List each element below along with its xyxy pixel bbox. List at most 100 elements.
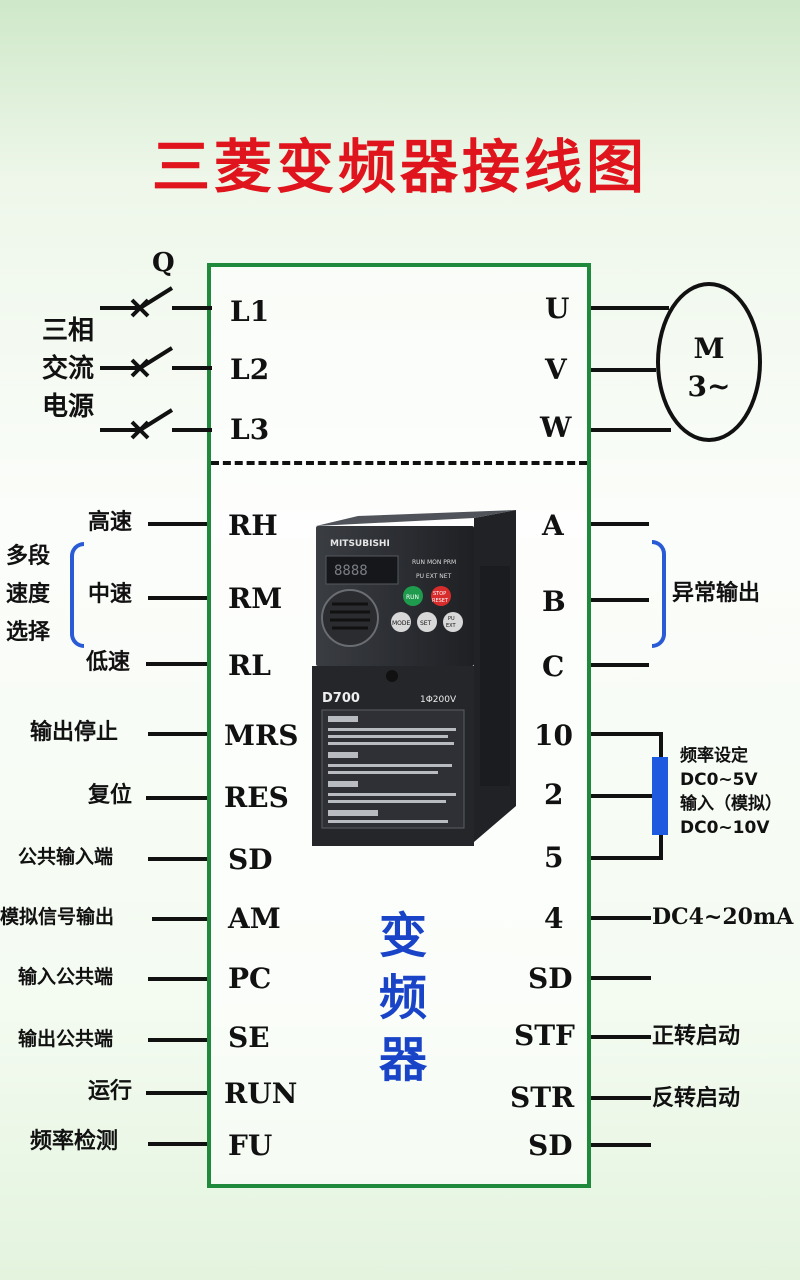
wire-4 xyxy=(591,916,651,920)
supply-label-2: 交流 xyxy=(42,354,95,384)
svg-text:8888: 8888 xyxy=(334,563,368,579)
wire-RES xyxy=(146,796,207,800)
terminal-RES: RES xyxy=(224,781,289,814)
wire-RUN xyxy=(146,1091,207,1095)
terminal-SD-right-1: SD xyxy=(528,962,573,995)
diagram-title: 三菱变频器接线图 xyxy=(151,133,648,201)
inverter-device-image: MITSUBISHI 8888 RUN MON PRM PU EXT NET R… xyxy=(312,510,516,846)
terminal-STF: STF xyxy=(514,1019,575,1052)
label-reset: 复位 xyxy=(88,783,133,808)
breaker-switches-icon xyxy=(100,286,212,440)
label-common-input: 公共输入端 xyxy=(18,846,114,868)
label-fault-output: 异常输出 xyxy=(672,581,761,606)
supply-label-1: 三相 xyxy=(42,316,95,346)
label-analog-output: 模拟信号输出 xyxy=(0,906,115,928)
terminal-RH: RH xyxy=(228,509,278,542)
wire-C xyxy=(591,663,649,667)
terminal-RUN: RUN xyxy=(224,1077,298,1110)
terminal-V: V xyxy=(545,353,567,386)
terminal-W: W xyxy=(540,411,572,444)
terminal-A: A xyxy=(542,509,564,542)
label-high-speed: 高速 xyxy=(88,510,133,535)
label-output-stop: 输出停止 xyxy=(30,720,119,745)
wire-FU xyxy=(148,1142,207,1146)
motor-label-m: M xyxy=(693,332,725,365)
terminal-SD-right-2: SD xyxy=(528,1129,573,1162)
terminal-AM: AM xyxy=(228,902,281,935)
wire-SD-left xyxy=(148,857,207,861)
terminal-U: U xyxy=(545,292,570,325)
terminal-L2: L2 xyxy=(230,353,270,386)
wire-SD-right-2 xyxy=(591,1143,651,1147)
label-analog-input: 输入（模拟） xyxy=(680,794,782,814)
wire-V xyxy=(591,368,656,372)
multi-speed-label-2: 速度 xyxy=(6,582,51,607)
svg-text:EXT: EXT xyxy=(446,623,456,629)
svg-text:SET: SET xyxy=(420,620,432,627)
terminal-MRS: MRS xyxy=(224,719,299,752)
label-dc-4-20ma: DC4~20mA xyxy=(652,904,794,930)
wire-AM xyxy=(152,917,207,921)
terminal-STR: STR xyxy=(510,1081,575,1114)
center-label-char-2: 频 xyxy=(378,970,427,1026)
center-label-char-3: 器 xyxy=(378,1032,427,1088)
multi-speed-label-3: 选择 xyxy=(6,620,51,645)
label-reverse-start: 反转启动 xyxy=(652,1086,741,1111)
wire-A xyxy=(591,522,649,526)
wire-B xyxy=(591,598,649,602)
terminal-2: 2 xyxy=(544,778,564,811)
wire-SD-right-1 xyxy=(591,976,651,980)
fault-output-brace xyxy=(652,540,666,648)
label-freq-setting: 频率设定 xyxy=(680,746,748,766)
wire-W xyxy=(591,428,671,432)
terminal-C: C xyxy=(542,650,565,683)
center-label-char-1: 变 xyxy=(378,908,427,964)
terminal-SE: SE xyxy=(228,1021,270,1054)
svg-text:RUN: RUN xyxy=(406,594,419,601)
wire-STF xyxy=(591,1035,651,1039)
label-low-speed: 低速 xyxy=(86,650,131,675)
switch-label: Q xyxy=(152,248,175,278)
supply-label-3: 电源 xyxy=(42,392,95,422)
terminal-FU: FU xyxy=(228,1129,273,1162)
terminal-L1: L1 xyxy=(230,295,270,328)
wire-10 xyxy=(591,732,663,736)
wire-MRS xyxy=(148,732,207,736)
wire-5 xyxy=(591,856,663,860)
label-dc-0-10v: DC0~10V xyxy=(680,818,770,838)
device-brand: MITSUBISHI xyxy=(330,539,390,549)
terminal-L3: L3 xyxy=(230,413,270,446)
terminal-PC: PC xyxy=(228,962,272,995)
wire-2 xyxy=(591,794,653,798)
svg-text:MODE: MODE xyxy=(392,620,411,627)
svg-text:STOP: STOP xyxy=(433,591,446,597)
wire-SE xyxy=(148,1038,207,1042)
svg-text:PU: PU xyxy=(448,616,455,622)
wire-U xyxy=(591,306,669,310)
terminal-5: 5 xyxy=(544,841,564,874)
multi-speed-brace xyxy=(70,542,84,648)
terminal-SD-left: SD xyxy=(228,843,273,876)
motor-label-phase: 3~ xyxy=(687,370,731,403)
terminal-B: B xyxy=(542,585,566,618)
label-forward-start: 正转启动 xyxy=(652,1024,741,1049)
power-control-divider xyxy=(211,461,587,465)
label-freq-detect: 频率检测 xyxy=(30,1129,119,1154)
label-output-common: 输出公共端 xyxy=(18,1028,114,1050)
device-rating: 1Φ200V xyxy=(420,695,457,705)
wire-STR xyxy=(591,1096,651,1100)
svg-text:RESET: RESET xyxy=(432,598,449,604)
terminal-4: 4 xyxy=(544,902,564,935)
svg-text:PU EXT NET: PU EXT NET xyxy=(416,573,452,580)
terminal-RL: RL xyxy=(228,649,271,682)
potentiometer-symbol xyxy=(652,757,668,835)
wire-RH xyxy=(148,522,207,526)
svg-text:RUN MON PRM: RUN MON PRM xyxy=(412,559,456,566)
device-model: D700 xyxy=(322,691,360,706)
label-input-common: 输入公共端 xyxy=(18,966,114,988)
wire-RM xyxy=(148,596,207,600)
label-mid-speed: 中速 xyxy=(88,582,133,607)
motor-symbol xyxy=(656,282,762,442)
wire-PC xyxy=(148,977,207,981)
